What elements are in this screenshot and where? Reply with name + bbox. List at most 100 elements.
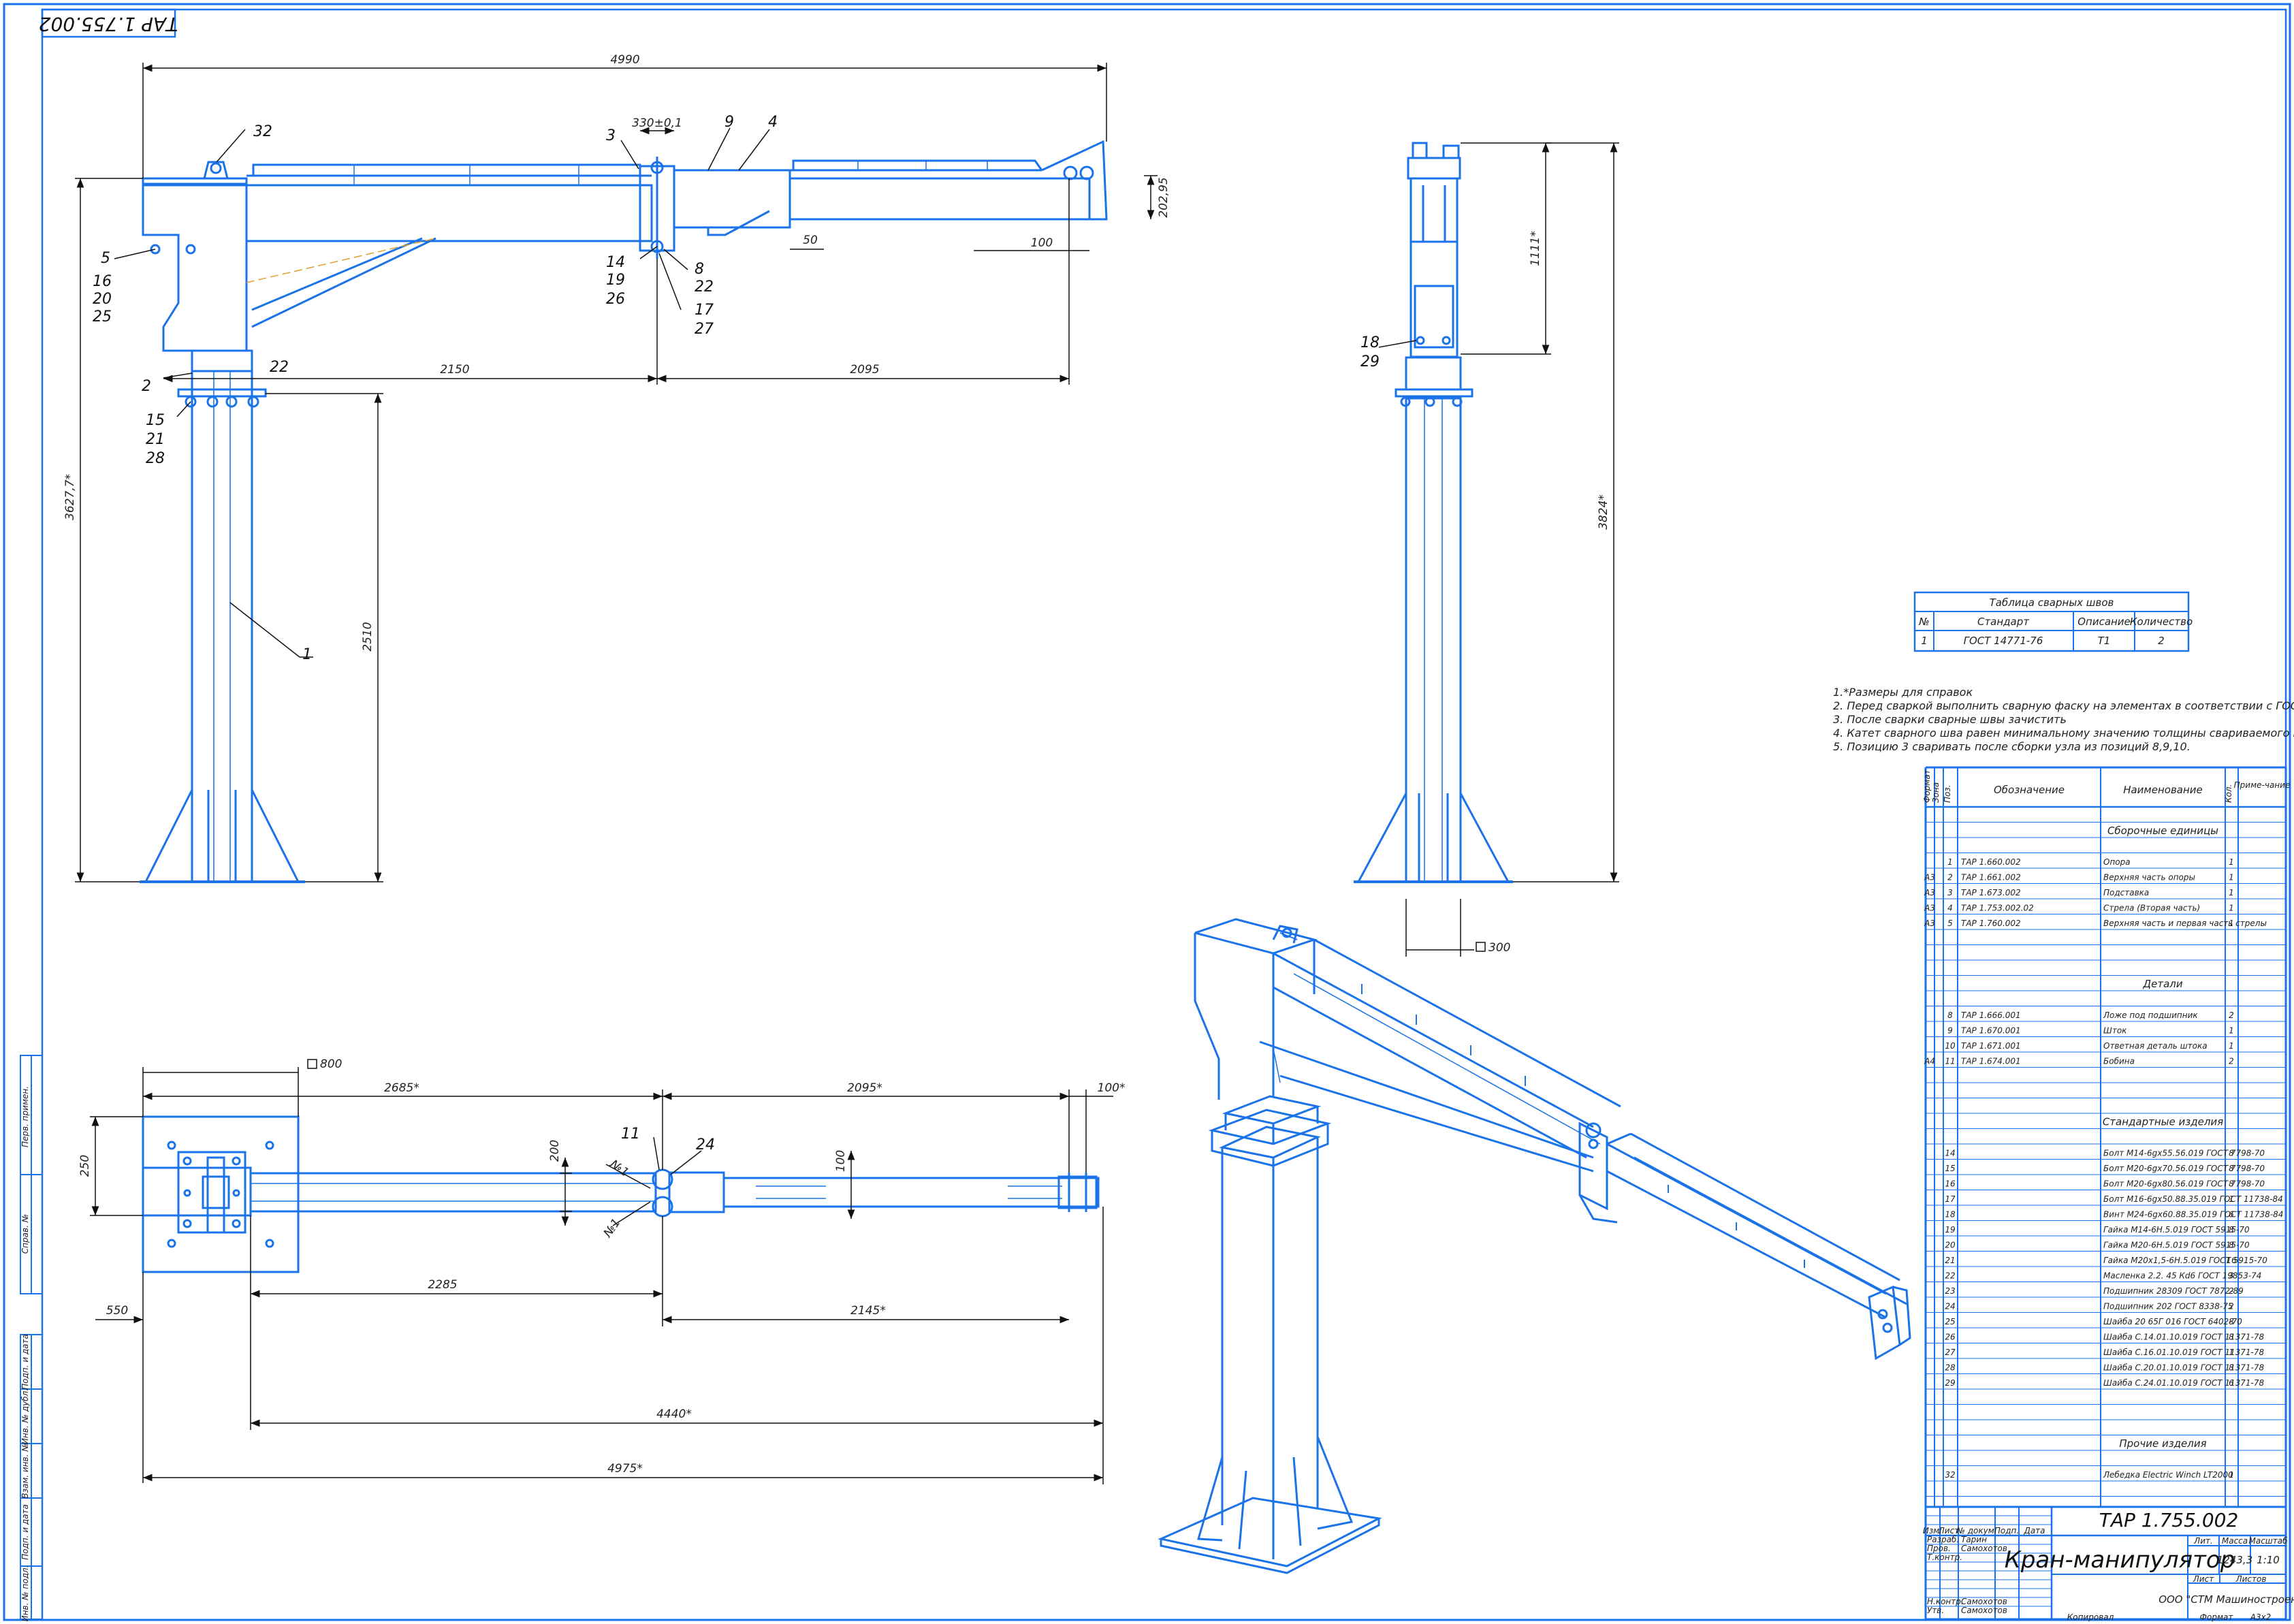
spec-pos: 21 [1945,1256,1955,1265]
spec-pos: 23 [1945,1286,1955,1296]
note-1: 1.*Размеры для справок [1833,686,1973,699]
side-inv-podl: Инв. № подл. [20,1565,30,1622]
callout-16: 16 [93,273,112,290]
callout-27: 27 [695,321,714,338]
spec-section-details: Детали [2142,978,2182,990]
title-r-razrab: Разраб. [1927,1535,1959,1544]
spec-name: Ложе под подшипник [2103,1010,2198,1020]
spec-fmt: А4 [1924,1057,1935,1066]
spec-fmt: А3 [1924,888,1935,897]
spec-pos: 18 [1945,1210,1956,1220]
weld-h-std: Стандарт [1977,616,2030,628]
title-name-prov: Самохотов [1961,1544,2007,1553]
spec-pos: 22 [1945,1271,1955,1281]
square-symbol-300 [1476,942,1486,952]
callout-21: 21 [146,431,165,448]
callout-26: 26 [606,291,625,308]
spec-code: ТАР 1.671.001 [1961,1041,2021,1051]
spec-qty: 1 [2229,888,2234,897]
dim-2095p: 2095* [847,1081,882,1095]
dim-2685: 2685* [384,1081,419,1095]
title-r-tkontr: Т.контр. [1927,1553,1962,1562]
plan-view [142,1115,1100,1273]
spec-pos: 11 [1945,1057,1955,1066]
title-col-date: Дата [2023,1526,2045,1535]
callout-11: 11 [621,1126,640,1143]
spec-pos: 14 [1945,1149,1955,1158]
spec-pos: 28 [1945,1363,1956,1373]
note-3: 3. После сварки сварные швы зачистить [1833,713,2067,726]
title-r-utv: Утв. [1927,1606,1944,1615]
spec-qty: 8 [2229,1179,2234,1189]
spec-name: Болт М20-6gx80.56.019 ГОСТ 7798-70 [2103,1179,2265,1189]
weld-r-no: 1 [1921,635,1928,647]
callout-2: 2 [142,378,151,395]
spec-qty: 1 [2229,904,2234,913]
callout-25: 25 [93,308,112,325]
spec-qty: 2 [2229,1010,2234,1020]
title-r-prov: Пров. [1927,1544,1951,1553]
title-code: ТАР 1.755.002 [2099,1509,2239,1531]
title-mass-label: Масса [2222,1536,2248,1546]
callout-4: 4 [768,114,778,131]
spec-fmt: А3 [1924,904,1935,913]
callout-1: 1 [302,646,312,663]
spec-pos: 3 [1947,888,1953,897]
spec-section-standard: Стандартные изделия [2103,1116,2223,1128]
weld-h-qty: Количество [2130,616,2193,628]
spec-qty: 8 [2229,1317,2234,1326]
title-scale-value: 1:10 [2257,1554,2280,1566]
spec-pos: 1 [1947,857,1953,867]
spec-name: Гайка М20х1,5-6H.5.019 ГОСТ 5915-70 [2103,1256,2267,1265]
spec-name: Шток [2103,1026,2127,1036]
side-dimensions [1378,142,1619,957]
side-perv-primen: Перв. примен. [20,1086,30,1147]
spec-pos: 8 [1947,1010,1953,1020]
callout-8: 8 [695,261,704,278]
spec-name: Шайба C.16.01.10.019 ГОСТ 11371-78 [2103,1348,2265,1357]
spec-qty: 1 [2229,1026,2234,1036]
title-copied-label: Копировал [2067,1612,2114,1622]
spec-qty: 1 [2229,873,2234,882]
title-r-nkontr: Н.контр. [1927,1597,1964,1606]
spec-qty: 16 [2226,1256,2237,1265]
spec-qty: 8 [2229,1241,2234,1250]
spec-pos: 16 [1945,1179,1956,1189]
spec-qty: 3 [2229,1271,2234,1281]
front-view [140,140,1108,883]
weld-r-std: ГОСТ 14771-76 [1964,635,2043,647]
spec-code: ТАР 1.666.001 [1961,1010,2021,1020]
spec-qty: 1 [2229,1194,2234,1204]
title-sheets-label: Листов [2235,1574,2267,1584]
dim-4975: 4975* [607,1462,643,1476]
title-col-izm: Изм. [1923,1526,1942,1535]
callout-22a: 22 [695,278,714,296]
spec-pos: 2 [1947,873,1953,882]
note-2: 2. Перед сваркой выполнить сварную фаску… [1833,699,2294,712]
weld-table [1913,591,2190,652]
spec-h-name: Наименование [2123,784,2203,796]
title-product-name: Кран-манипулятор [2005,1546,2235,1574]
dim-2095: 2095 [850,363,879,377]
spec-pos: 26 [1945,1333,1956,1342]
callout-5: 5 [101,250,110,267]
spec-fmt: А3 [1924,873,1935,882]
spec-name: Стрела (Вторая часть) [2103,904,2200,913]
spec-pos: 27 [1945,1348,1956,1357]
spec-pos: 25 [1945,1317,1955,1326]
plan-dimensions [90,1067,1113,1484]
weld-table-title: Таблица сварных швов [1990,596,2114,609]
title-block-grid [1924,1506,2287,1621]
dim-100p: 100* [1098,1081,1126,1095]
spec-name: Подшипник 202 ГОСТ 8338-75 [2103,1302,2233,1311]
callout-3: 3 [606,127,616,144]
callout-19: 19 [606,272,625,289]
spec-code: ТАР 1.760.002 [1961,919,2021,928]
spec-h-qty: Кол. [2224,784,2233,803]
front-dimensions [75,63,1158,882]
spec-pos: 19 [1945,1225,1955,1235]
callout-9: 9 [724,114,734,131]
spec-name: Масленка 2.2. 45 Кd6 ГОСТ 19853-74 [2103,1271,2261,1281]
callout-20: 20 [93,291,112,308]
top-code-box: ТАР 1.755.002 [39,8,178,38]
